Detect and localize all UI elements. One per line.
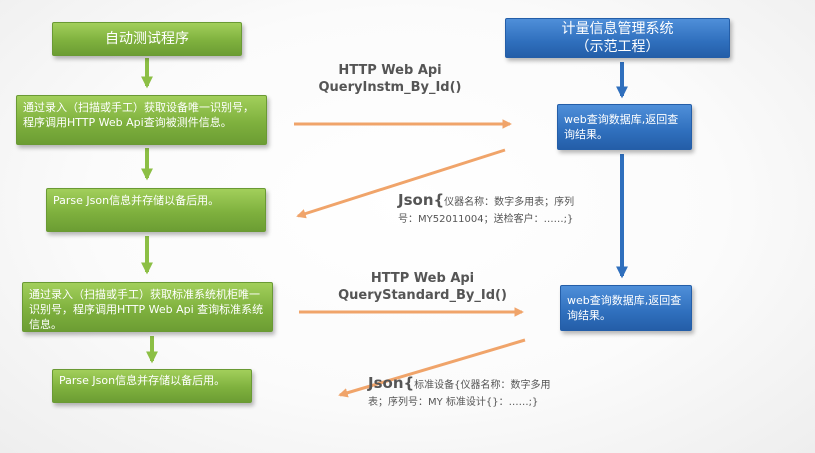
step2-label: Parse Json信息并存储以备后用。 — [53, 194, 220, 207]
query2-label: web查询数据库,返回查询结果。 — [567, 294, 682, 322]
step3-label: 通过录入（扫描或手工）获取标准系统机柜唯一识别号，程序调用HTTP Web Ap… — [29, 288, 264, 331]
step-node-parse-json-2: Parse Json信息并存储以备后用。 — [52, 369, 252, 403]
api1-line2: QueryInstm_By_Id() — [318, 80, 462, 95]
api1-line1: HTTP Web Api — [338, 63, 442, 78]
step1-label: 通过录入（扫描或手工）获取设备唯一识别号，程序调用HTTP Web Api查询被… — [23, 101, 254, 129]
api2-line2: QueryStandard_By_Id() — [338, 288, 507, 303]
step4-label: Parse Json信息并存储以备后用。 — [59, 374, 226, 387]
system-node-metrology-mgmt: 计量信息管理系统 （示范工程） — [505, 18, 730, 58]
system-label-line2: （示范工程） — [575, 39, 660, 55]
json1-prefix: Json{ — [398, 191, 445, 209]
query-node-1: web查询数据库,返回查询结果。 — [557, 104, 692, 150]
step-node-query-standard: 通过录入（扫描或手工）获取标准系统机柜唯一识别号，程序调用HTTP Web Ap… — [22, 282, 273, 332]
api-call-label-1: HTTP Web Api QueryInstm_By_Id() — [300, 62, 480, 96]
api2-line1: HTTP Web Api — [370, 271, 475, 286]
json2-prefix: Json{ — [368, 374, 415, 392]
system-label-line1: 计量信息管理系统 — [561, 21, 674, 37]
orange-arrow-response1 — [296, 148, 506, 219]
json2-text: 标准设备{仪器名称：数字多用表；序列号：MY 标准设计{}：……;} — [368, 380, 551, 408]
start-node-label: 自动测试程序 — [105, 31, 189, 47]
json-response-note-2: Json{标准设备{仪器名称：数字多用表；序列号：MY 标准设计{}：……;} — [368, 375, 558, 411]
json-response-note-1: Json{仪器名称：数字多用表；序列号：MY52011004；送检客户：……;} — [398, 192, 583, 228]
api-call-label-2: HTTP Web Api QueryStandard_By_Id() — [315, 270, 530, 304]
start-node-auto-test-program: 自动测试程序 — [52, 22, 242, 56]
json1-text: 仪器名称：数字多用表；序列号：MY52011004；送检客户：……;} — [398, 197, 575, 225]
step-node-parse-json-1: Parse Json信息并存储以备后用。 — [46, 188, 266, 232]
orange-arrow-response2 — [338, 338, 526, 398]
query-node-2: web查询数据库,返回查询结果。 — [560, 285, 692, 331]
query1-label: web查询数据库,返回查询结果。 — [564, 113, 679, 141]
step-node-query-device: 通过录入（扫描或手工）获取设备唯一识别号，程序调用HTTP Web Api查询被… — [16, 95, 267, 145]
